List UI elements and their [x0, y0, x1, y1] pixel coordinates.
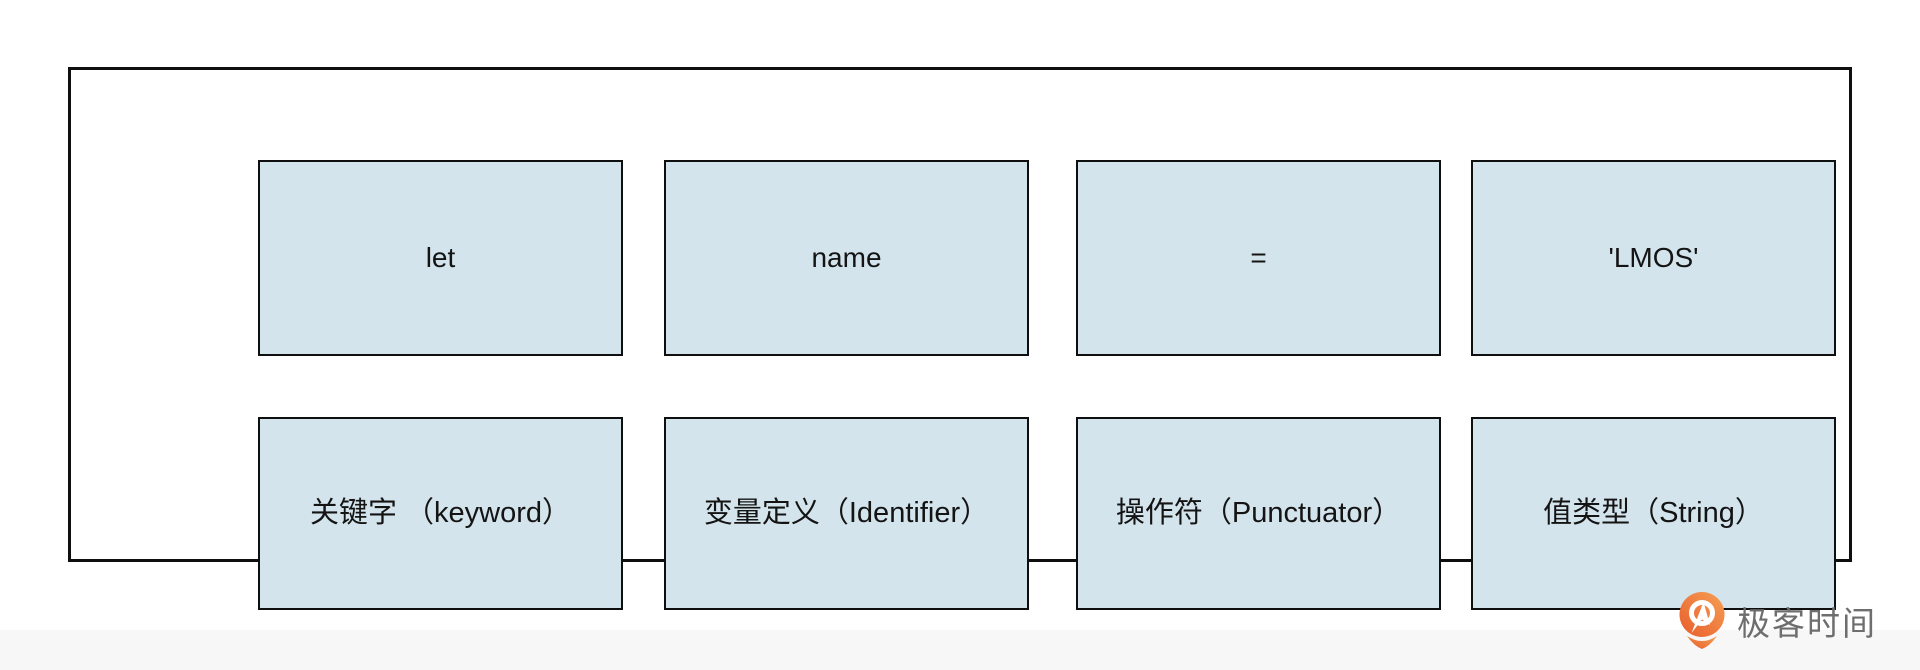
label-text-punctuator: 操作符（Punctuator）	[1115, 496, 1402, 529]
token-text-let: let	[425, 241, 456, 273]
label-text-string-type: 值类型（String）	[1543, 496, 1764, 529]
token-text-equals: =	[1250, 241, 1267, 273]
diagram-frame: let name = 'LMOS' 关键字 （keyword） 变量定义（Ide…	[68, 67, 1852, 610]
brand-logo: 极客时间	[1679, 592, 1877, 649]
token-text-name: name	[811, 241, 882, 273]
label-text-keyword: 关键字 （keyword）	[309, 496, 572, 529]
label-box-string-type: 值类型（String）	[1471, 417, 1836, 610]
token-box-equals: =	[1076, 160, 1441, 356]
label-box-keyword: 关键字 （keyword）	[258, 417, 623, 610]
token-box-let: let	[258, 160, 623, 356]
geektime-pin-icon	[1679, 592, 1725, 649]
label-box-punctuator: 操作符（Punctuator）	[1076, 417, 1441, 610]
label-box-identifier: 变量定义（Identifier）	[664, 417, 1029, 610]
label-text-identifier: 变量定义（Identifier）	[703, 496, 990, 529]
token-box-string-literal: 'LMOS'	[1471, 160, 1836, 356]
token-text-string-literal: 'LMOS'	[1608, 241, 1699, 273]
brand-logo-text: 极客时间	[1737, 604, 1877, 642]
token-box-name: name	[664, 160, 1029, 356]
footer-band	[0, 630, 1920, 670]
